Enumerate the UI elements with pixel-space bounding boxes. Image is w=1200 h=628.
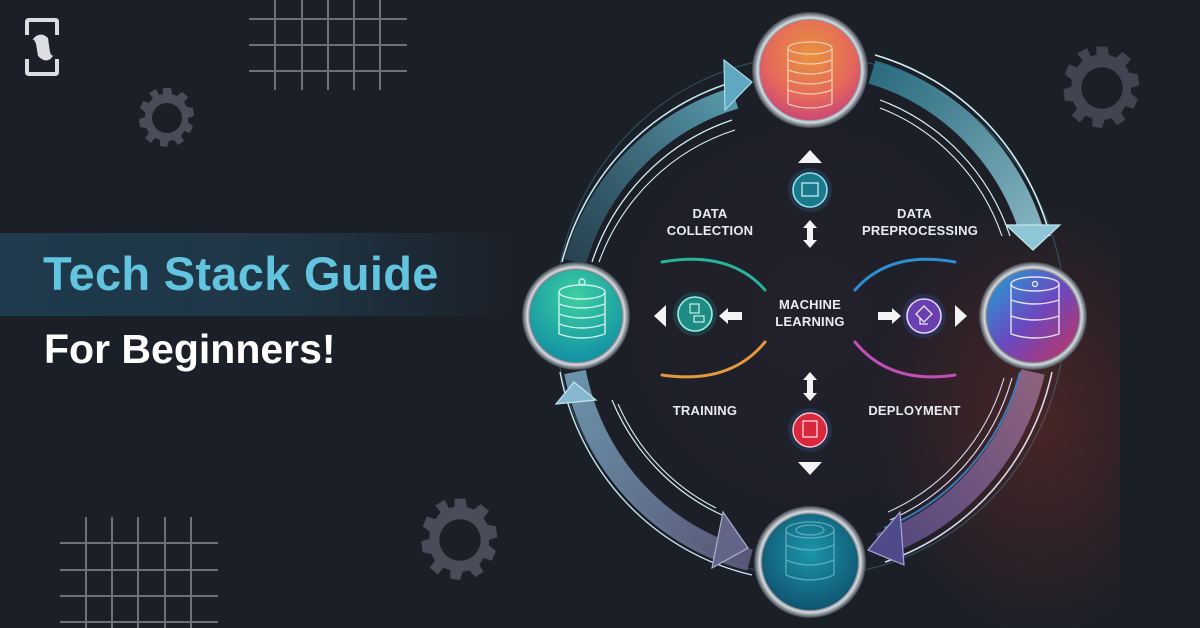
step-badge-deployment bbox=[902, 294, 946, 338]
stage-node-training bbox=[754, 506, 866, 618]
grid-top bbox=[249, 0, 407, 90]
step-badge-training bbox=[788, 408, 832, 452]
stage-label-training: TRAINING bbox=[672, 403, 738, 418]
database-icon bbox=[785, 521, 835, 581]
page-subtitle: For Beginners! bbox=[44, 326, 336, 372]
step-badge-collection bbox=[673, 292, 717, 336]
grid-bottom bbox=[60, 517, 218, 628]
title-band bbox=[0, 233, 520, 316]
accent-arc-orange bbox=[660, 340, 767, 379]
stage-label-deployment: DEPLOYMENT bbox=[868, 403, 961, 418]
accent-arc-blue bbox=[853, 257, 957, 292]
processing-icon bbox=[801, 182, 819, 197]
flow-arrows bbox=[654, 150, 967, 475]
stage-label-data-collection: DATA COLLECTION bbox=[666, 206, 754, 238]
arrow-arc-collection-to-preprocessing bbox=[561, 58, 753, 266]
database-icon bbox=[787, 41, 833, 109]
arrow-arc-training-to-collection bbox=[554, 369, 753, 576]
page-title: Tech Stack Guide bbox=[43, 247, 439, 300]
data-entry-icon bbox=[689, 303, 700, 314]
center-label-machine-learning: MACHINE LEARNING bbox=[775, 297, 845, 329]
stage-node-data-collection bbox=[522, 262, 630, 370]
arrow-arc-preprocessing-to-deployment bbox=[868, 54, 1062, 251]
database-icon bbox=[1010, 276, 1060, 339]
database-icon bbox=[558, 278, 606, 339]
report-icon bbox=[802, 420, 818, 438]
arrow-arc-deployment-to-training bbox=[867, 369, 1053, 566]
network-icon bbox=[915, 305, 933, 325]
stage-label-data-preprocessing: DATA PREPROCESSING bbox=[862, 206, 979, 238]
stage-node-data-preprocessing bbox=[752, 12, 868, 128]
accent-arc-magenta bbox=[853, 340, 957, 379]
stage-node-deployment bbox=[979, 262, 1087, 370]
n-bracket-logo-icon bbox=[25, 18, 59, 76]
accent-arc-teal bbox=[660, 257, 767, 292]
step-badge-preprocessing bbox=[788, 168, 832, 212]
